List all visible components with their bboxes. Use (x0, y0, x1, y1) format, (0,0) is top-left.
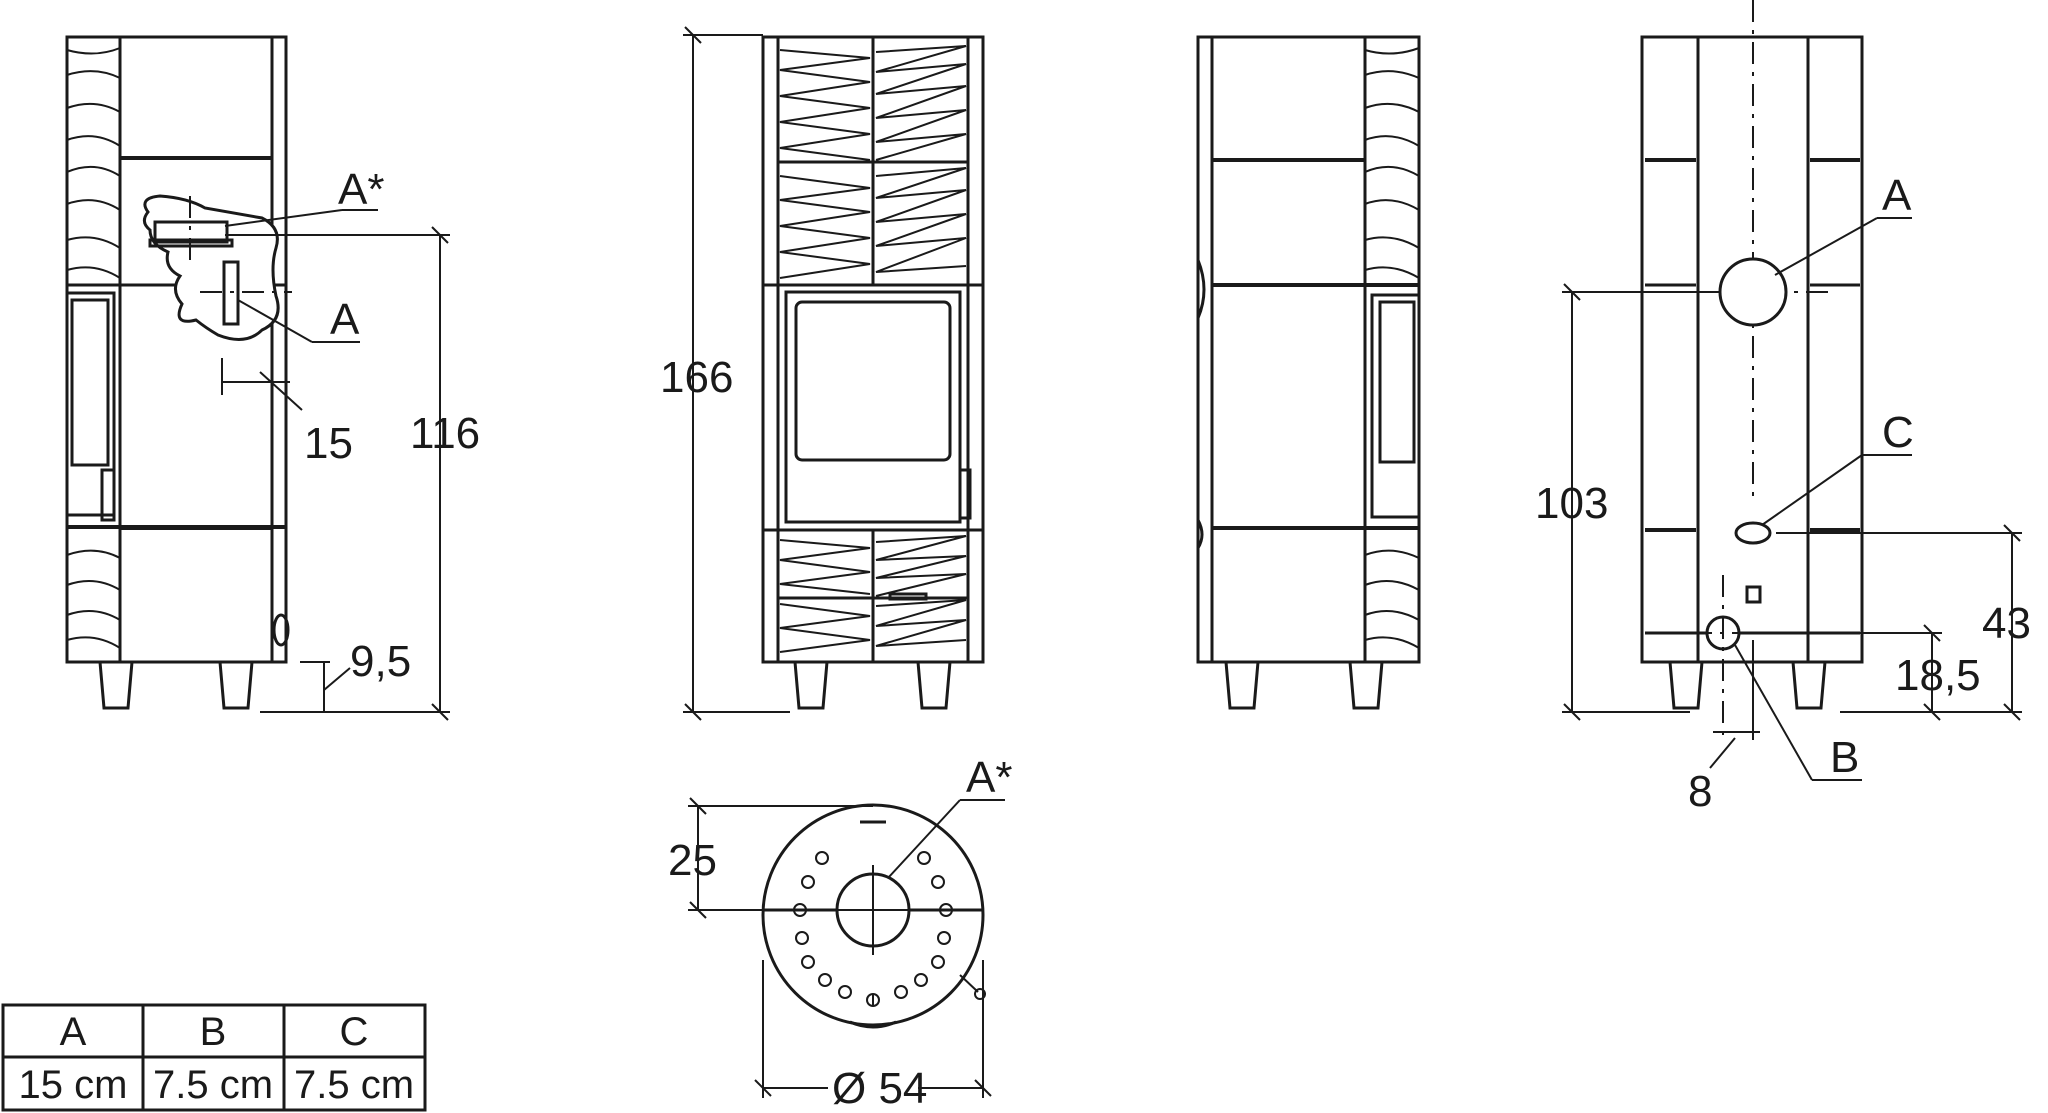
front-view: 166 (660, 26, 985, 721)
table-value-b: 7.5 cm (153, 1063, 273, 1107)
dim-166: 166 (660, 353, 733, 402)
dim-15: 15 (304, 419, 353, 468)
front-glass (794, 300, 952, 462)
callout-b-back: B (1830, 733, 1859, 782)
side-left-body (65, 35, 288, 664)
front-tile-pattern-top (779, 45, 967, 279)
top-vent-holes (793, 851, 953, 1007)
table-header-a: A (60, 1010, 87, 1054)
dim-8: 8 (1688, 767, 1712, 816)
callout-a-star-top: A* (966, 753, 1012, 802)
dim-43: 43 (1982, 599, 2031, 648)
back-inlet-c (1734, 521, 1772, 545)
side-view-right (1196, 35, 1421, 710)
back-view: A C B 103 43 18,5 8 (1535, 0, 2031, 816)
table-value-a: 15 cm (19, 1063, 128, 1107)
side-right-body (1196, 35, 1421, 664)
front-door (784, 290, 962, 524)
dim-9-5: 9,5 (350, 637, 411, 686)
table-header-c: C (340, 1010, 369, 1054)
cutaway-section (143, 194, 280, 341)
dim-18-5: 18,5 (1895, 651, 1981, 700)
side-left-tile-pattern (66, 47, 121, 649)
dim-103: 103 (1535, 479, 1608, 528)
side-right-tile-pattern (1364, 47, 1420, 649)
side-view-left: A* A 15 116 9,5 (65, 35, 480, 721)
dim-116: 116 (410, 409, 480, 458)
top-view: A* 25 Ø 54 (668, 753, 1012, 1113)
table-value-c: 7.5 cm (294, 1063, 414, 1107)
dim-25: 25 (668, 836, 717, 885)
dim-diameter-54: Ø 54 (832, 1064, 927, 1113)
callout-a-star-side: A* (338, 165, 384, 214)
legend-table: A B C 15 cm 7.5 cm 7.5 cm (1, 1003, 427, 1112)
back-outlet-a (1718, 257, 1788, 327)
table-header-b: B (200, 1010, 227, 1054)
callout-a-back: A (1882, 171, 1912, 220)
front-tile-pattern-bottom (779, 535, 967, 653)
callout-a-side: A (330, 295, 360, 344)
callout-c-back: C (1882, 408, 1914, 457)
